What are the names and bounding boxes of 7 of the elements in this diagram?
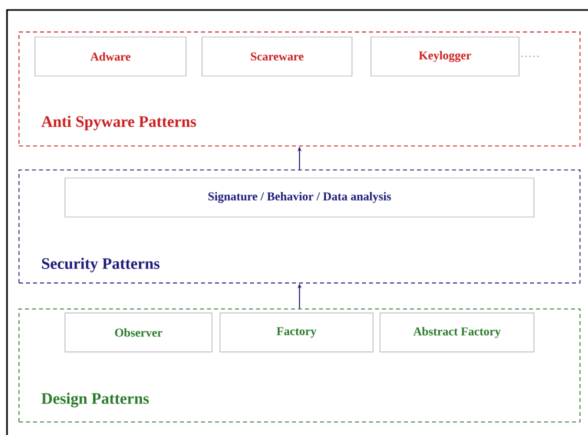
pattern-box: Scareware bbox=[202, 36, 352, 76]
pattern-box: Abstract Factory bbox=[380, 312, 534, 352]
pattern-box: Factory bbox=[220, 312, 374, 352]
pattern-box: Signature / Behavior / Data analysis bbox=[64, 178, 534, 218]
pattern-box: Adware bbox=[34, 36, 186, 76]
pattern-box: Keylogger bbox=[370, 36, 520, 76]
pattern-box: Observer bbox=[64, 312, 212, 352]
